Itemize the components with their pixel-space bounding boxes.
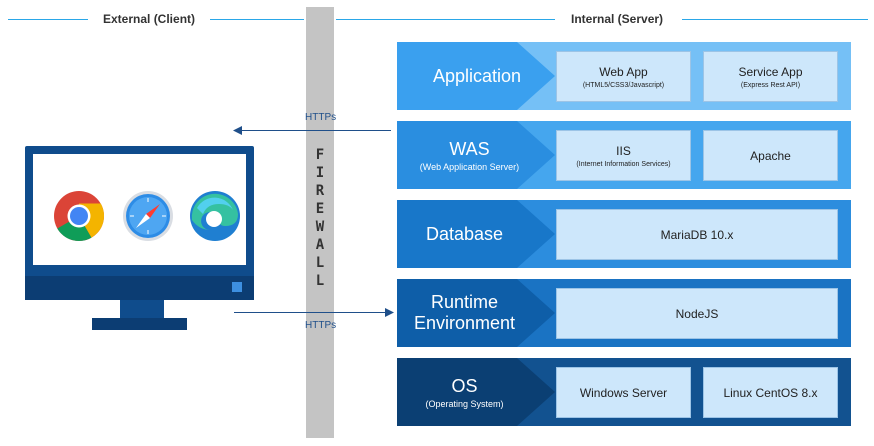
firewall-letter: A xyxy=(315,237,325,253)
arrow-line-bottom xyxy=(234,312,386,313)
layer-title: Runtime Environment xyxy=(413,292,516,333)
component-box: IIS (Internet Information Services) xyxy=(556,130,691,181)
arrow-head-left-icon xyxy=(233,126,242,135)
client-monitor-icon xyxy=(25,146,254,300)
layer-subtitle: (Operating System) xyxy=(425,398,504,409)
monitor-screen xyxy=(33,154,246,265)
header-line-left-2 xyxy=(210,19,304,20)
layer-title: Database xyxy=(425,223,504,244)
layer-was: WAS (Web Application Server) IIS (Intern… xyxy=(397,121,851,189)
component-box: Service App (Express Rest API) xyxy=(703,51,838,102)
component-box: MariaDB 10.x xyxy=(556,209,838,260)
component-box: Linux CentOS 8.x xyxy=(703,367,838,418)
layer-heading: OS (Operating System) xyxy=(397,358,532,426)
arrow-head-right-icon xyxy=(385,308,394,317)
firewall-letter: E xyxy=(315,201,325,217)
arrow-line-top xyxy=(240,130,391,131)
external-client-label: External (Client) xyxy=(103,12,196,26)
layer-title: OS xyxy=(451,375,478,396)
component-name: MariaDB 10.x xyxy=(660,227,734,242)
layer-application: Application Web App (HTML5/CSS3/Javascri… xyxy=(397,42,851,110)
firewall-letter: L xyxy=(315,273,325,289)
layer-title: WAS xyxy=(449,138,490,159)
component-name: Apache xyxy=(750,148,791,163)
firewall-letter: I xyxy=(315,165,325,181)
layer-title: Application xyxy=(432,65,522,86)
component-name: Linux CentOS 8.x xyxy=(723,385,818,400)
component-name: Service App xyxy=(738,64,803,79)
power-led-icon xyxy=(232,282,242,292)
layer-heading: Application xyxy=(397,42,557,110)
safari-icon xyxy=(123,191,173,241)
component-box: Windows Server xyxy=(556,367,691,418)
component-name: NodeJS xyxy=(675,306,719,321)
component-detail: (Internet Information Services) xyxy=(576,160,671,168)
https-label-top: HTTPs xyxy=(305,112,337,123)
component-box: Web App (HTML5/CSS3/Javascript) xyxy=(556,51,691,102)
component-name: IIS xyxy=(616,143,631,158)
layer-heading: Database xyxy=(397,200,532,268)
component-box: NodeJS xyxy=(556,288,838,339)
firewall-letter: F xyxy=(315,147,325,163)
layer-subtitle: (Web Application Server) xyxy=(419,161,520,172)
firewall-letter: L xyxy=(315,255,325,271)
edge-icon xyxy=(190,191,240,241)
chrome-icon xyxy=(54,191,105,241)
header-line-left-1 xyxy=(8,19,88,20)
layer-runtime: Runtime Environment NodeJS xyxy=(397,279,851,347)
component-name: Web App xyxy=(599,64,648,79)
monitor-stand-neck xyxy=(120,300,164,320)
firewall-letter: W xyxy=(315,219,325,235)
internal-server-label: Internal (Server) xyxy=(571,12,664,26)
layer-heading: Runtime Environment xyxy=(397,279,532,347)
layer-heading: WAS (Web Application Server) xyxy=(397,121,542,189)
https-label-bottom: HTTPs xyxy=(305,320,337,331)
component-box: Apache xyxy=(703,130,838,181)
header-line-right-2 xyxy=(682,19,868,20)
component-detail: (Express Rest API) xyxy=(740,81,801,89)
header-line-right-1 xyxy=(336,19,555,20)
component-detail: (HTML5/CSS3/Javascript) xyxy=(582,81,665,89)
layer-database: Database MariaDB 10.x xyxy=(397,200,851,268)
firewall-letter: R xyxy=(315,183,325,199)
component-name: Windows Server xyxy=(579,385,668,400)
layer-os: OS (Operating System) Windows Server Lin… xyxy=(397,358,851,426)
monitor-stand-foot xyxy=(92,318,187,330)
monitor-bezel xyxy=(25,276,254,300)
